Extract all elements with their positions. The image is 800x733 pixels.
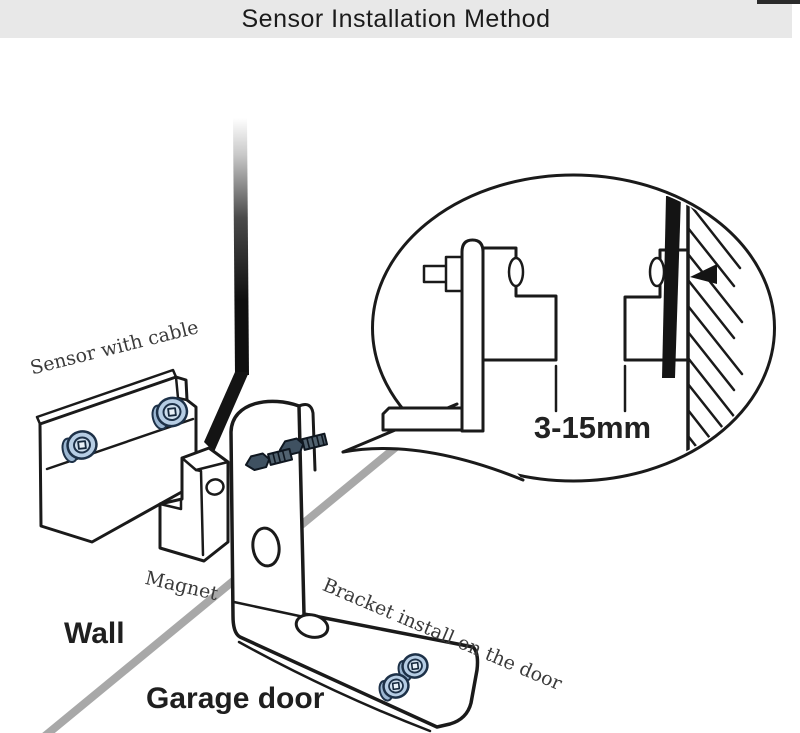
bolt-nut [444,255,464,293]
sensor-block-cross-section [481,246,558,362]
sensor-cross-section-group [381,238,627,433]
sensor-screw-right [151,396,189,431]
bracket-foot-thickness [237,640,432,733]
corner-artifact [757,0,800,4]
bracket-inner-corner [232,600,306,619]
garage-door-label: Garage door [146,682,325,715]
wall-arrow [690,264,717,284]
gap-dimension-label: 3-15mm [533,410,652,445]
sensor-drawing [35,368,198,544]
bracket-screw-lower [244,447,294,471]
bracket-drawing [229,399,480,733]
bracket-plate-cross-section [460,238,485,433]
magnet-front-edge [194,468,205,557]
cable-drawing [204,118,249,452]
page-title: Sensor Installation Method [241,4,551,33]
magnet-hole [205,478,225,496]
sensor-top-face [35,368,178,426]
bracket-foot-screw-lower [378,673,410,702]
bolt-shaft [422,264,450,284]
magnet-screw-head-side [648,256,666,288]
bracket-back-plate-peek [297,403,317,472]
bubble-tail-lower-edge [341,447,525,482]
callout-bubble [341,173,776,483]
bracket-arm-hole [251,526,281,568]
magnet-drawing [158,446,230,563]
gap-dimension-ticks [554,364,627,413]
title-band: Sensor Installation Method [0,0,792,38]
cable-vertical [233,118,249,375]
cable-angled-tip [204,372,249,452]
magnet-outline [158,446,230,563]
bracket-foot-cross-section [381,406,464,432]
magnet-step-lines [158,456,184,511]
sensor-screw-head-side [507,256,525,288]
bubble-tail-fill [343,404,523,480]
bracket-foot-hole [294,613,330,639]
sensor-screw-left [61,430,98,464]
wall-label: Wall [64,617,125,650]
cable-cross-section [662,196,681,378]
bracket-outline [229,399,480,729]
